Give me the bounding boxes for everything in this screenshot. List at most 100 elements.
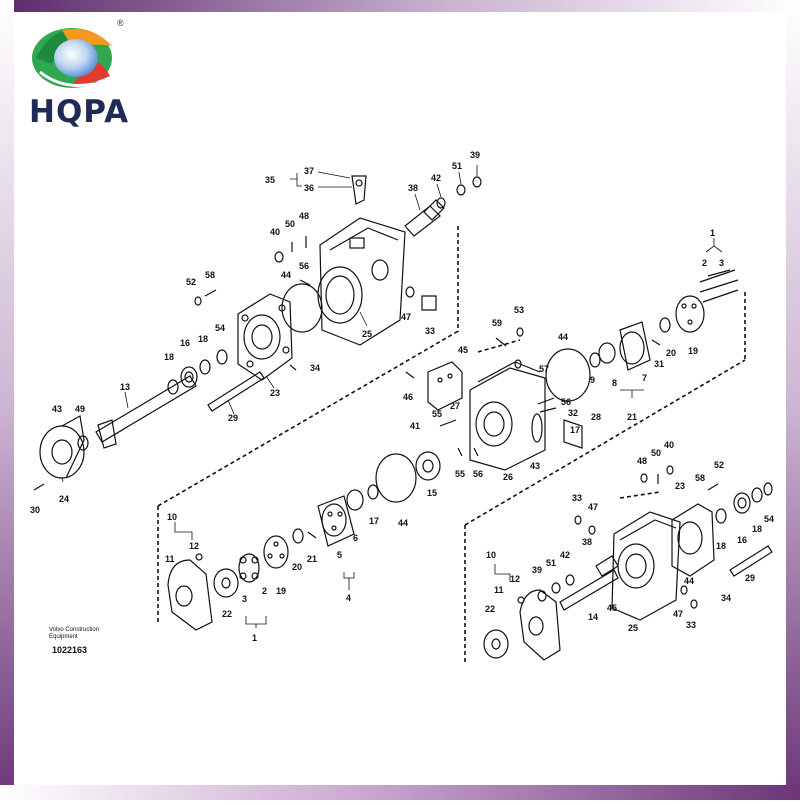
registered-mark: ®	[117, 18, 124, 28]
callout: 7	[642, 373, 647, 383]
callout: 43	[52, 404, 62, 414]
callout: 51	[452, 161, 462, 171]
callout: 55	[432, 409, 442, 419]
callout: 18	[198, 334, 208, 344]
callout: 33	[425, 326, 435, 336]
brand-logo	[22, 20, 122, 92]
callout: 56	[299, 261, 309, 271]
callout: 18	[164, 352, 174, 362]
callout: 44	[558, 332, 568, 342]
callout: 32	[568, 408, 578, 418]
callout: 29	[228, 413, 238, 423]
callout: 1	[710, 228, 715, 238]
callout: 27	[450, 401, 460, 411]
callout: 41	[410, 421, 420, 431]
callout: 59	[492, 318, 502, 328]
callout: 58	[695, 473, 705, 483]
callout: 47	[401, 312, 411, 322]
callout: 18	[716, 541, 726, 551]
callout: 55	[455, 469, 465, 479]
callout: 31	[654, 359, 664, 369]
callout: 49	[75, 404, 85, 414]
callout: 54	[764, 514, 774, 524]
callout: 11	[165, 554, 175, 564]
callout: 23	[270, 388, 280, 398]
callout: 3	[719, 258, 724, 268]
callout: 21	[307, 554, 317, 564]
leader-lines	[61, 165, 723, 628]
vendor-caption: Volvo Construction Equipment	[49, 627, 100, 640]
callout: 56	[561, 397, 571, 407]
callout: 57	[539, 364, 549, 374]
callout: 33	[686, 620, 696, 630]
callout: 17	[369, 516, 379, 526]
callout: 45	[607, 603, 617, 613]
callout: 12	[189, 541, 199, 551]
callout: 44	[281, 270, 291, 280]
callout: 34	[310, 363, 320, 373]
callout: 54	[215, 323, 225, 333]
callout: 53	[514, 305, 524, 315]
callout: 13	[120, 382, 130, 392]
callout: 2	[262, 586, 267, 596]
callout: 47	[588, 502, 598, 512]
callout: 14	[588, 612, 598, 622]
callout: 45	[458, 345, 468, 355]
callout: 25	[628, 623, 638, 633]
callout: 8	[612, 378, 617, 388]
callout: 20	[292, 562, 302, 572]
middle-assembly	[375, 269, 739, 503]
callout: 28	[591, 412, 601, 422]
bottom-right-assembly	[483, 465, 773, 661]
callout: 48	[299, 211, 309, 221]
callout-labels: 35 37 36 38 42 51 39 40 50 48 44 56 52 5…	[30, 150, 774, 643]
callout: 52	[186, 277, 196, 287]
callout: 12	[510, 574, 520, 584]
callout: 9	[590, 375, 595, 385]
callout: 29	[745, 573, 755, 583]
callout: 26	[503, 472, 513, 482]
top-assembly	[33, 175, 482, 491]
callout: 37	[304, 166, 314, 176]
callout: 5	[337, 550, 342, 560]
callout: 50	[651, 448, 661, 458]
callout: 36	[304, 183, 314, 193]
callout: 16	[737, 535, 747, 545]
callout: 22	[222, 609, 232, 619]
callout: 3	[242, 594, 247, 604]
callout: 2	[702, 258, 707, 268]
callout: 46	[403, 392, 413, 402]
callout: 42	[431, 173, 441, 183]
callout: 15	[427, 488, 437, 498]
callout: 47	[673, 609, 683, 619]
callout: 44	[398, 518, 408, 528]
callout: 43	[530, 461, 540, 471]
callout: 42	[560, 550, 570, 560]
callout: 20	[666, 348, 676, 358]
callout: 18	[752, 524, 762, 534]
callout: 50	[285, 219, 295, 229]
callout: 44	[684, 576, 694, 586]
callout: 4	[346, 593, 351, 603]
callout: 51	[546, 558, 556, 568]
callout: 10	[486, 550, 496, 560]
callout: 38	[582, 537, 592, 547]
callout: 34	[721, 593, 731, 603]
callout: 17	[570, 425, 580, 435]
callout: 40	[270, 227, 280, 237]
callout: 39	[532, 565, 542, 575]
callout: 16	[180, 338, 190, 348]
callout: 25	[362, 329, 372, 339]
callout: 35	[265, 175, 275, 185]
callout: 40	[664, 440, 674, 450]
callout: 58	[205, 270, 215, 280]
callout: 22	[485, 604, 495, 614]
callout: 39	[470, 150, 480, 160]
callout: 19	[276, 586, 286, 596]
callout: 19	[688, 346, 698, 356]
callout: 38	[408, 183, 418, 193]
callout: 10	[167, 512, 177, 522]
callout: 48	[637, 456, 647, 466]
